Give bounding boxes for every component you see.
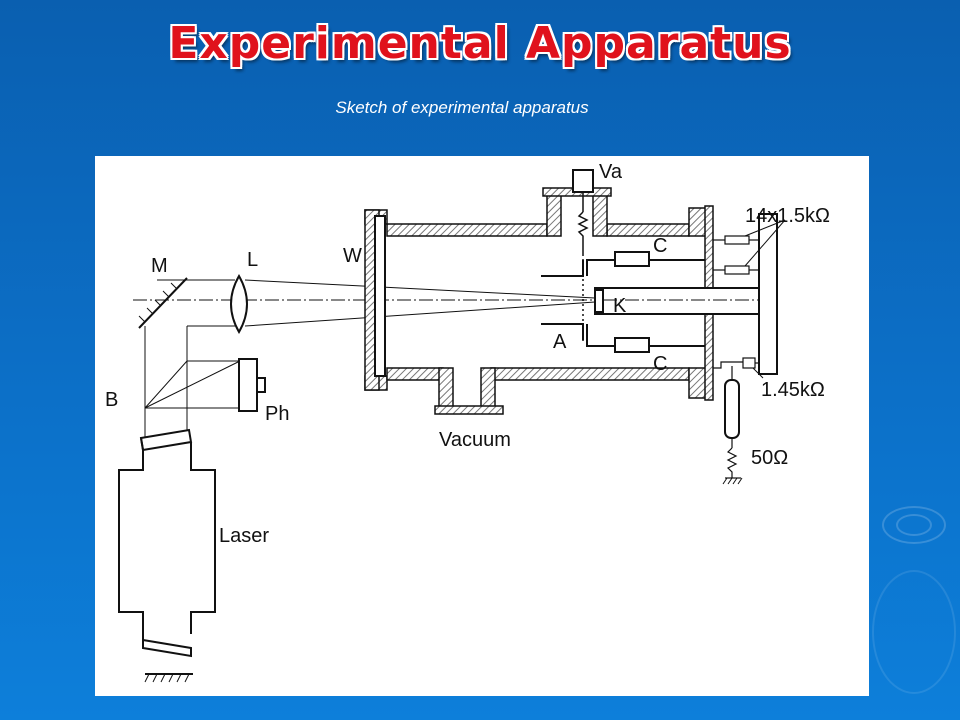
label-a: A	[553, 331, 567, 353]
laser-rear-mirror	[142, 638, 192, 658]
capacitor-c-top	[614, 251, 650, 267]
label-c-bottom: C	[653, 353, 667, 375]
resistor-1-5k	[724, 265, 750, 275]
beam-splitter	[144, 360, 188, 409]
photodiode	[238, 358, 258, 412]
resistor-plate	[758, 213, 778, 375]
mirror	[138, 277, 188, 329]
laser-output-mirror	[139, 428, 193, 452]
label-c-top: C	[653, 235, 667, 257]
cathode-tip	[594, 289, 604, 313]
resistor-1-5k	[724, 235, 750, 245]
label-b: B	[105, 389, 118, 411]
label-m: M	[151, 255, 168, 277]
label-r-145: 1.45kΩ	[761, 379, 825, 401]
laser-body	[143, 436, 215, 612]
coax-cable	[724, 379, 740, 439]
photodiode-path	[144, 360, 241, 409]
ripple-decoration	[896, 514, 932, 536]
diagram-panel: Va W M L C K A C B Ph Vacuum Laser 14x1.…	[95, 156, 869, 696]
resistor-1-45k	[742, 357, 756, 369]
va-resistor	[577, 211, 589, 254]
beam-ray	[244, 301, 596, 327]
label-va: Va	[599, 161, 623, 183]
capacitor-lead	[586, 259, 615, 276]
beam-ray	[244, 279, 596, 299]
capacitor-c-bottom	[614, 337, 650, 353]
anode-plate-bottom	[541, 323, 584, 340]
ripple-decoration	[882, 506, 946, 544]
label-r-chain: 14x1.5kΩ	[745, 205, 830, 227]
label-r-50: 50Ω	[751, 447, 788, 469]
slide-title: Experimental Apparatus	[168, 18, 792, 69]
laser-housing	[190, 442, 216, 634]
capacitor-lead	[586, 324, 615, 347]
label-pointer	[744, 219, 786, 267]
label-pointer	[744, 219, 786, 237]
label-laser: Laser	[219, 525, 269, 547]
label-k: K	[613, 295, 627, 317]
slide-subtitle: Sketch of experimental apparatus	[335, 98, 589, 117]
window	[374, 215, 386, 377]
label-w: W	[343, 245, 362, 267]
label-l: L	[247, 249, 258, 271]
anode-plate-top	[541, 260, 584, 277]
label-vacuum: Vacuum	[439, 429, 511, 451]
va-feedthrough	[572, 169, 594, 193]
label-pointer	[752, 367, 764, 379]
lens	[230, 273, 248, 335]
laser-housing	[118, 450, 144, 640]
resistor-50	[726, 447, 738, 478]
photodiode-window	[256, 377, 266, 393]
apparatus-sketch: Va W M L C K A C B Ph Vacuum Laser 14x1.…	[105, 161, 830, 683]
ripple-decoration	[872, 570, 956, 694]
label-ph: Ph	[265, 403, 289, 425]
